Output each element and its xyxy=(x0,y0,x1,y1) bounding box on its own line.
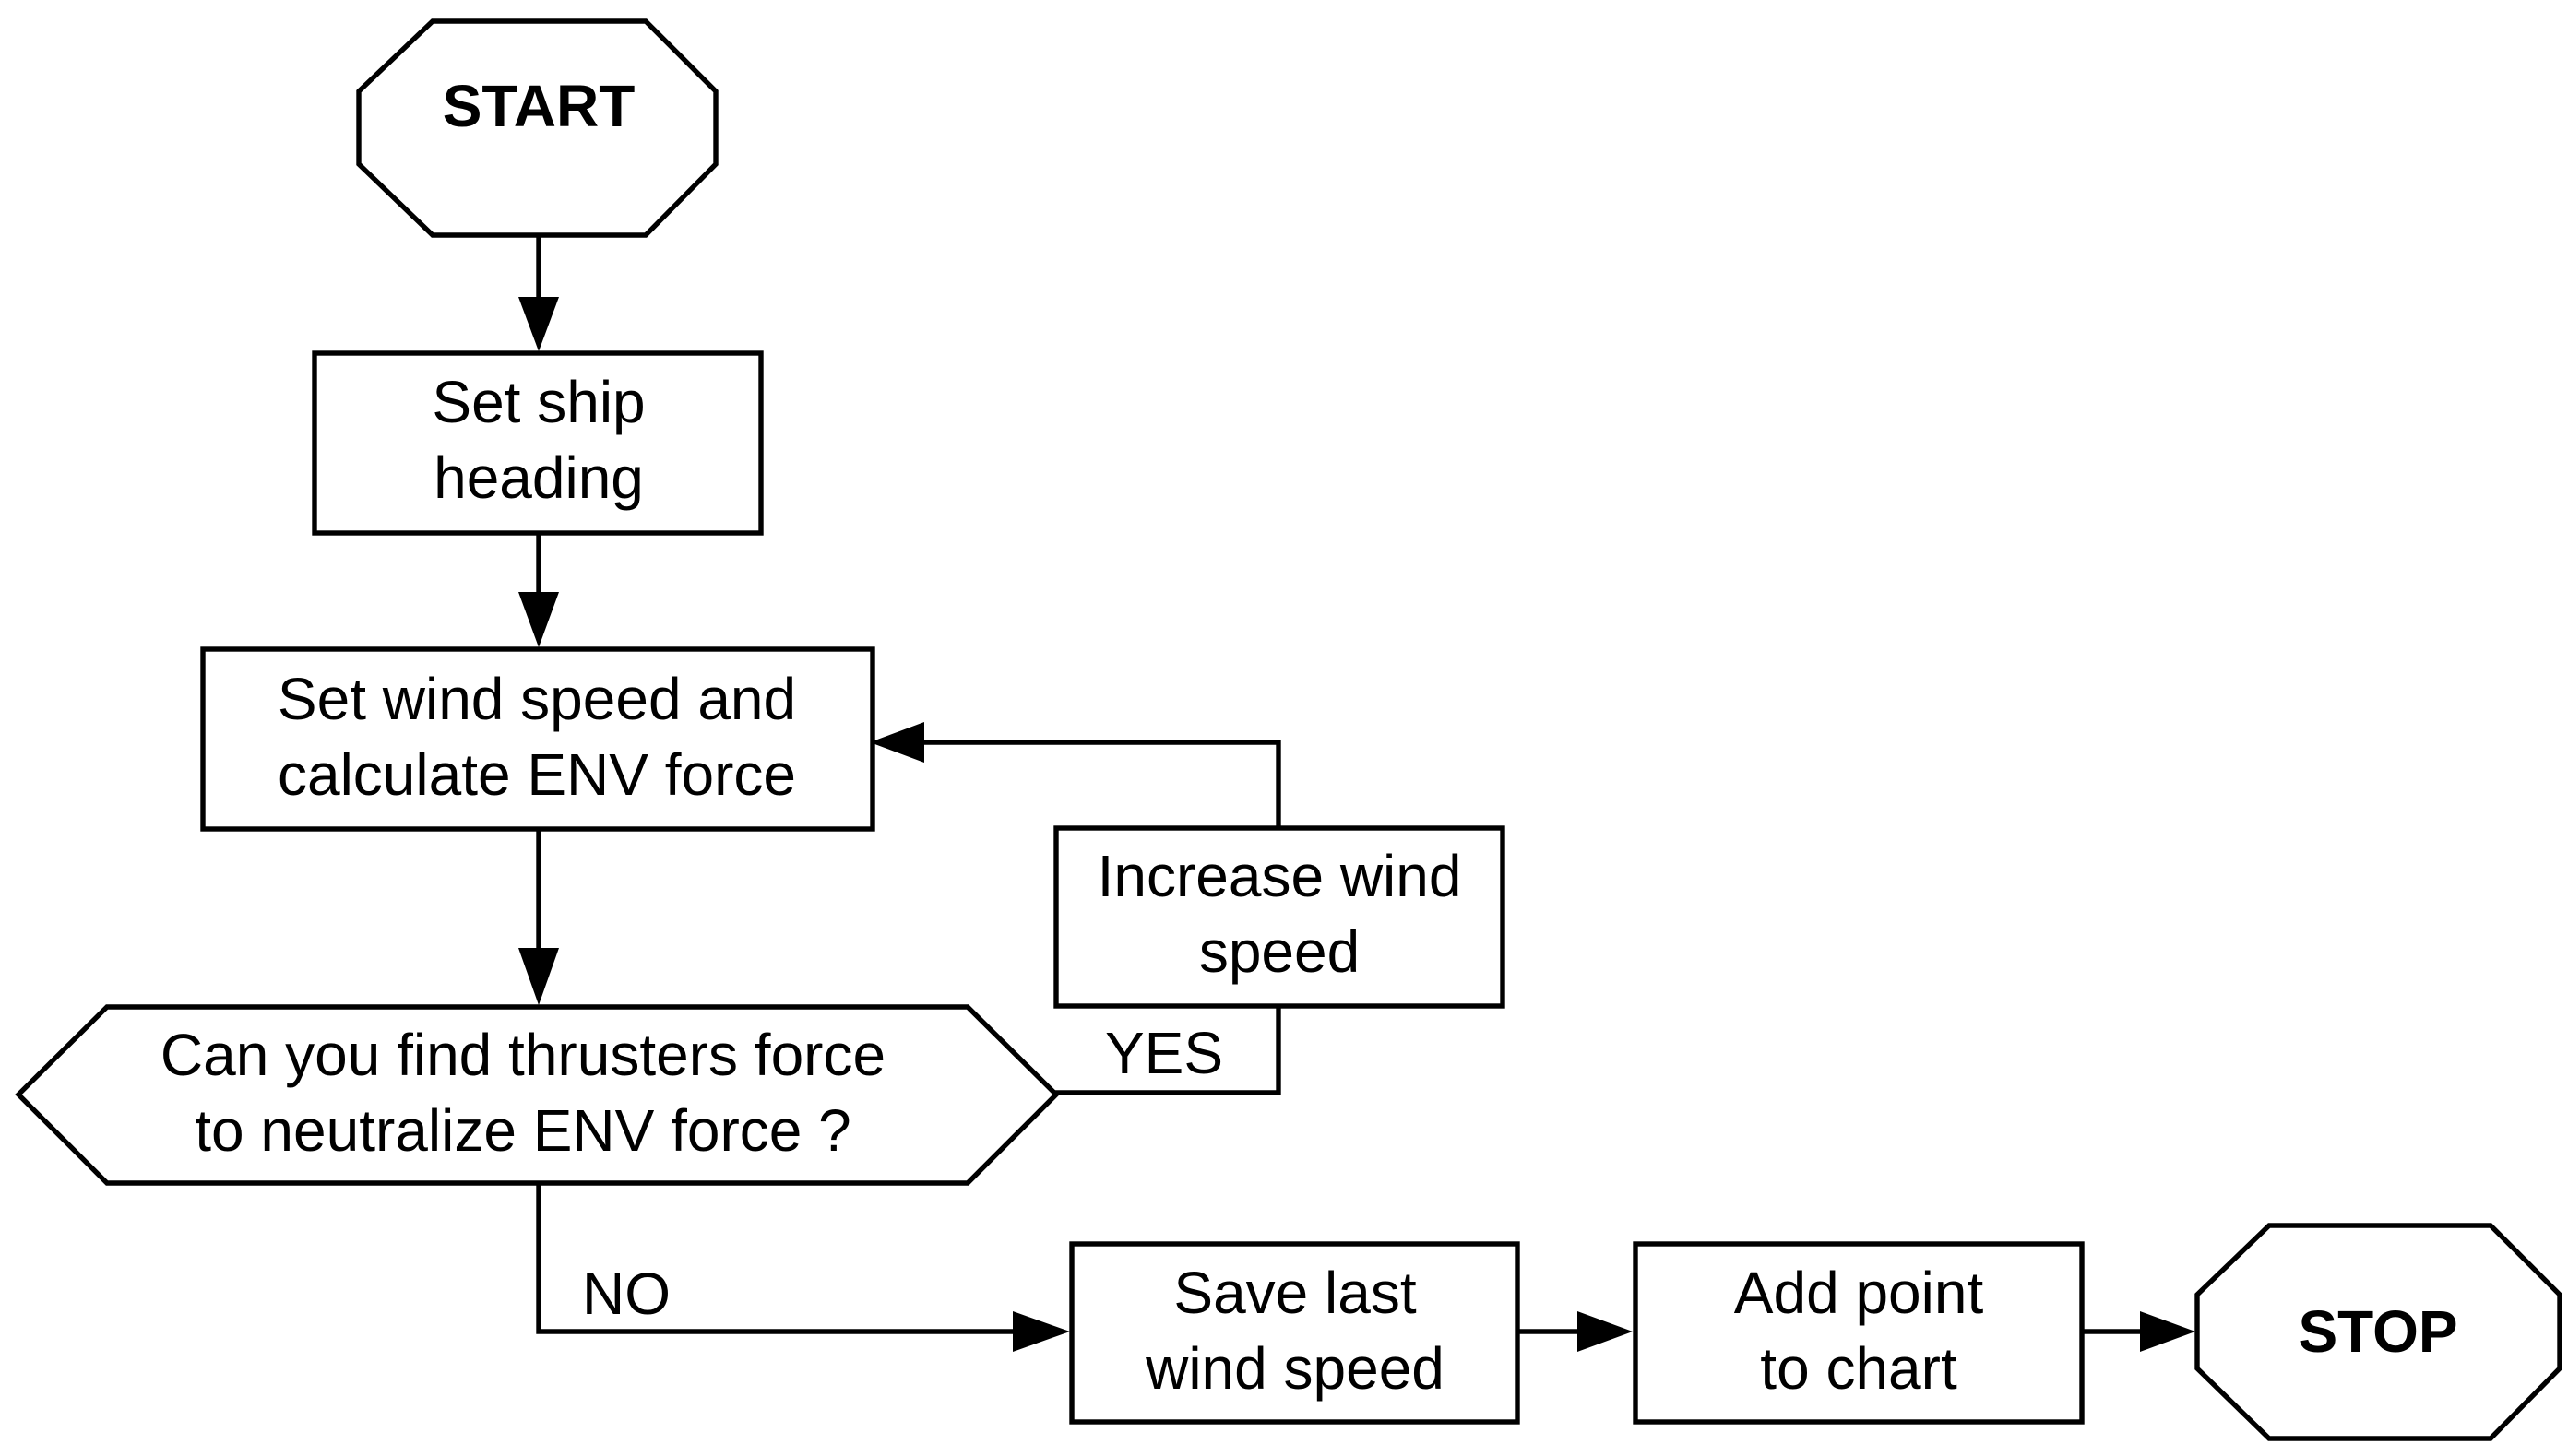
stop-node: STOP xyxy=(2194,1223,2562,1441)
increase-wind-speed-line-2: speed xyxy=(1199,918,1360,985)
stop-octagon xyxy=(2194,1223,2562,1441)
decision-node: Can you find thrusters force to neutrali… xyxy=(15,1004,1060,1186)
set-ship-heading-node: Set ship heading xyxy=(312,350,764,536)
decision-hexagon xyxy=(15,1004,1060,1186)
add-point-to-chart-line-1: Add point xyxy=(1734,1260,1984,1326)
increase-wind-speed-box xyxy=(1053,825,1505,1009)
stop-label: STOP xyxy=(2298,1298,2457,1365)
connector-increase-to-wind xyxy=(913,740,1281,827)
set-wind-speed-line-2: calculate ENV force xyxy=(278,741,796,808)
save-last-wind-speed-line-2: wind speed xyxy=(1145,1335,1444,1402)
set-ship-heading-line-1: Set ship xyxy=(432,369,645,435)
arrowhead-add xyxy=(1577,1311,1633,1352)
increase-wind-speed-line-1: Increase wind xyxy=(1098,843,1462,909)
decision-line-1: Can you find thrusters force xyxy=(160,1022,886,1088)
add-point-to-chart-node: Add point to chart xyxy=(1633,1241,2085,1425)
increase-wind-speed-node: Increase wind speed xyxy=(1053,825,1505,1009)
save-last-wind-speed-box xyxy=(1069,1241,1520,1425)
arrowhead-decision xyxy=(518,948,559,1005)
arrowhead-stop xyxy=(2140,1311,2195,1352)
arrowhead-save xyxy=(1013,1311,1070,1352)
decision-line-2: to neutralize ENV force ? xyxy=(195,1097,850,1164)
arrowhead-wind xyxy=(518,592,559,647)
set-wind-speed-line-1: Set wind speed and xyxy=(278,666,796,732)
add-point-to-chart-line-2: to chart xyxy=(1760,1335,1957,1402)
start-node: START xyxy=(356,18,719,238)
arrowhead-loop-back xyxy=(870,722,924,763)
save-last-wind-speed-line-1: Save last xyxy=(1173,1260,1416,1326)
yes-edge-label: YES xyxy=(1105,1020,1223,1086)
connector-decision-no-to-save xyxy=(536,1183,1024,1334)
add-point-to-chart-box xyxy=(1633,1241,2085,1425)
start-octagon xyxy=(356,18,719,238)
set-ship-heading-line-2: heading xyxy=(434,444,644,511)
set-ship-heading-box xyxy=(312,350,764,536)
arrowhead-heading xyxy=(518,297,559,351)
save-last-wind-speed-node: Save last wind speed xyxy=(1069,1241,1520,1425)
start-label: START xyxy=(443,73,636,139)
connectors xyxy=(518,235,2195,1352)
set-wind-speed-box xyxy=(200,646,875,832)
connector-decision-yes-to-increase xyxy=(1054,1005,1281,1095)
no-edge-label: NO xyxy=(582,1261,671,1327)
set-wind-speed-node: Set wind speed and calculate ENV force xyxy=(200,646,875,832)
